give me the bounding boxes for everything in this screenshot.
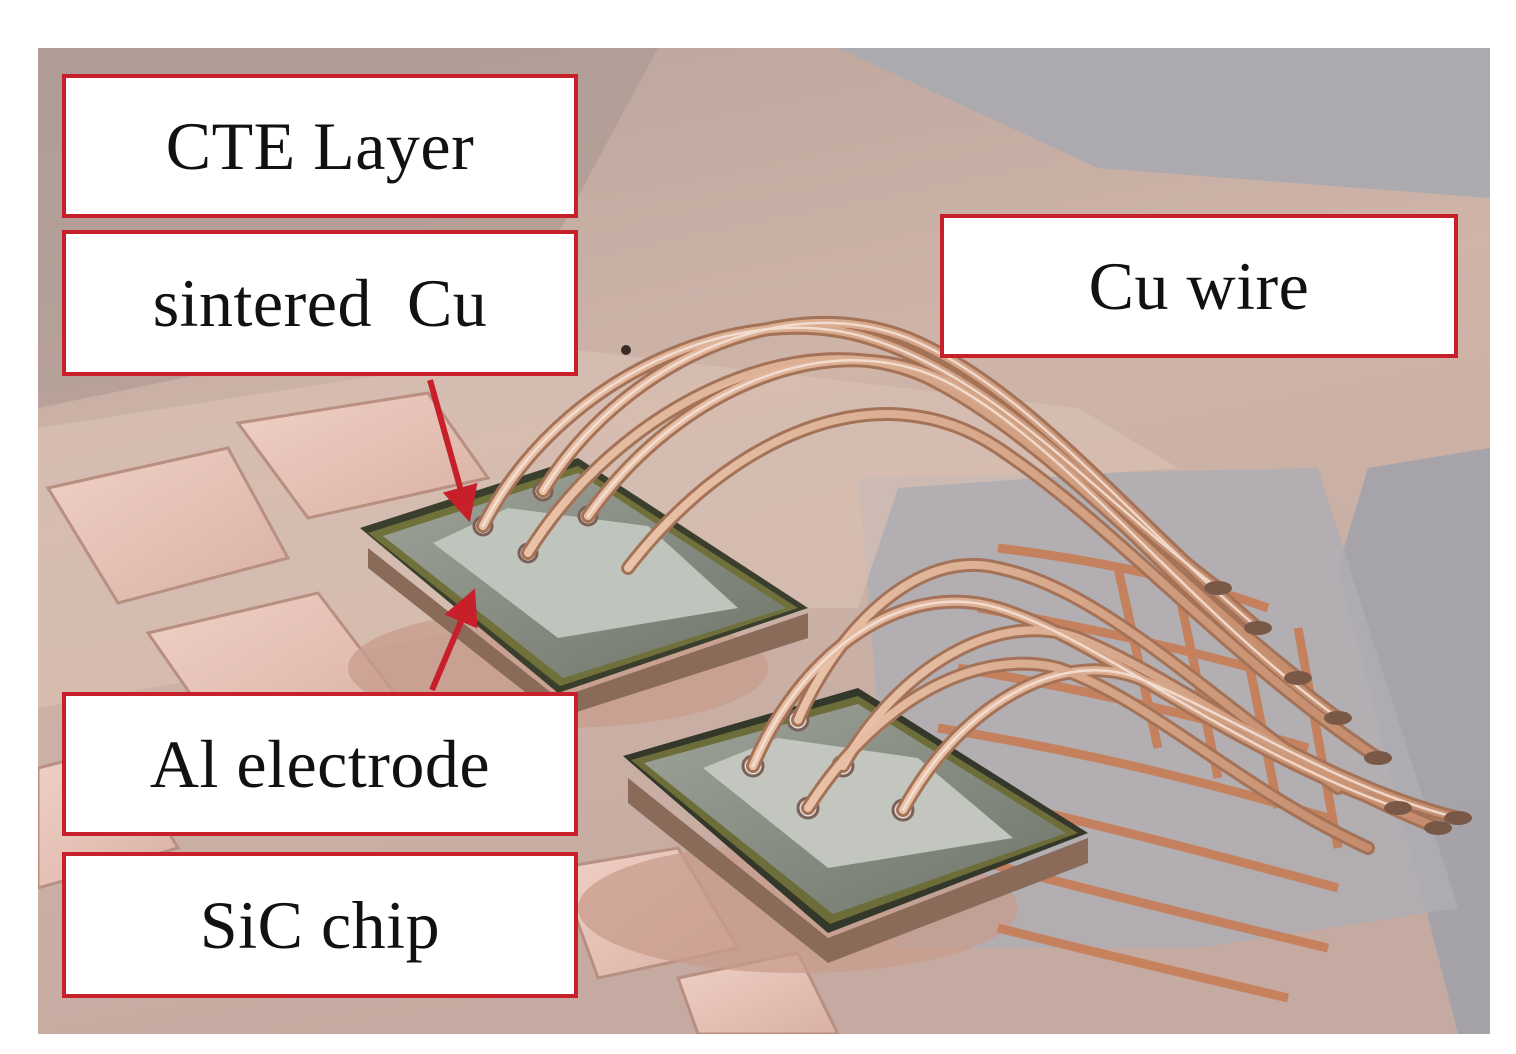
stitch-bonds: [1204, 581, 1472, 835]
label-sintered-cu: sintered Cu: [62, 230, 578, 376]
photo-module: [38, 48, 1490, 1034]
label-cte-layer-text: CTE Layer: [165, 108, 475, 184]
label-cte-layer: CTE Layer: [62, 74, 578, 218]
label-sic-chip: SiC chip: [62, 852, 578, 998]
label-sintered-cu-text: sintered Cu: [152, 265, 488, 341]
label-al-electrode: Al electrode: [62, 692, 578, 836]
label-sic-chip-text: SiC chip: [199, 887, 441, 963]
label-al-electrode-text: Al electrode: [149, 726, 491, 802]
label-cu-wire-text: Cu wire: [1088, 248, 1310, 324]
label-cu-wire: Cu wire: [940, 214, 1458, 358]
cu-wires: [476, 316, 1465, 855]
